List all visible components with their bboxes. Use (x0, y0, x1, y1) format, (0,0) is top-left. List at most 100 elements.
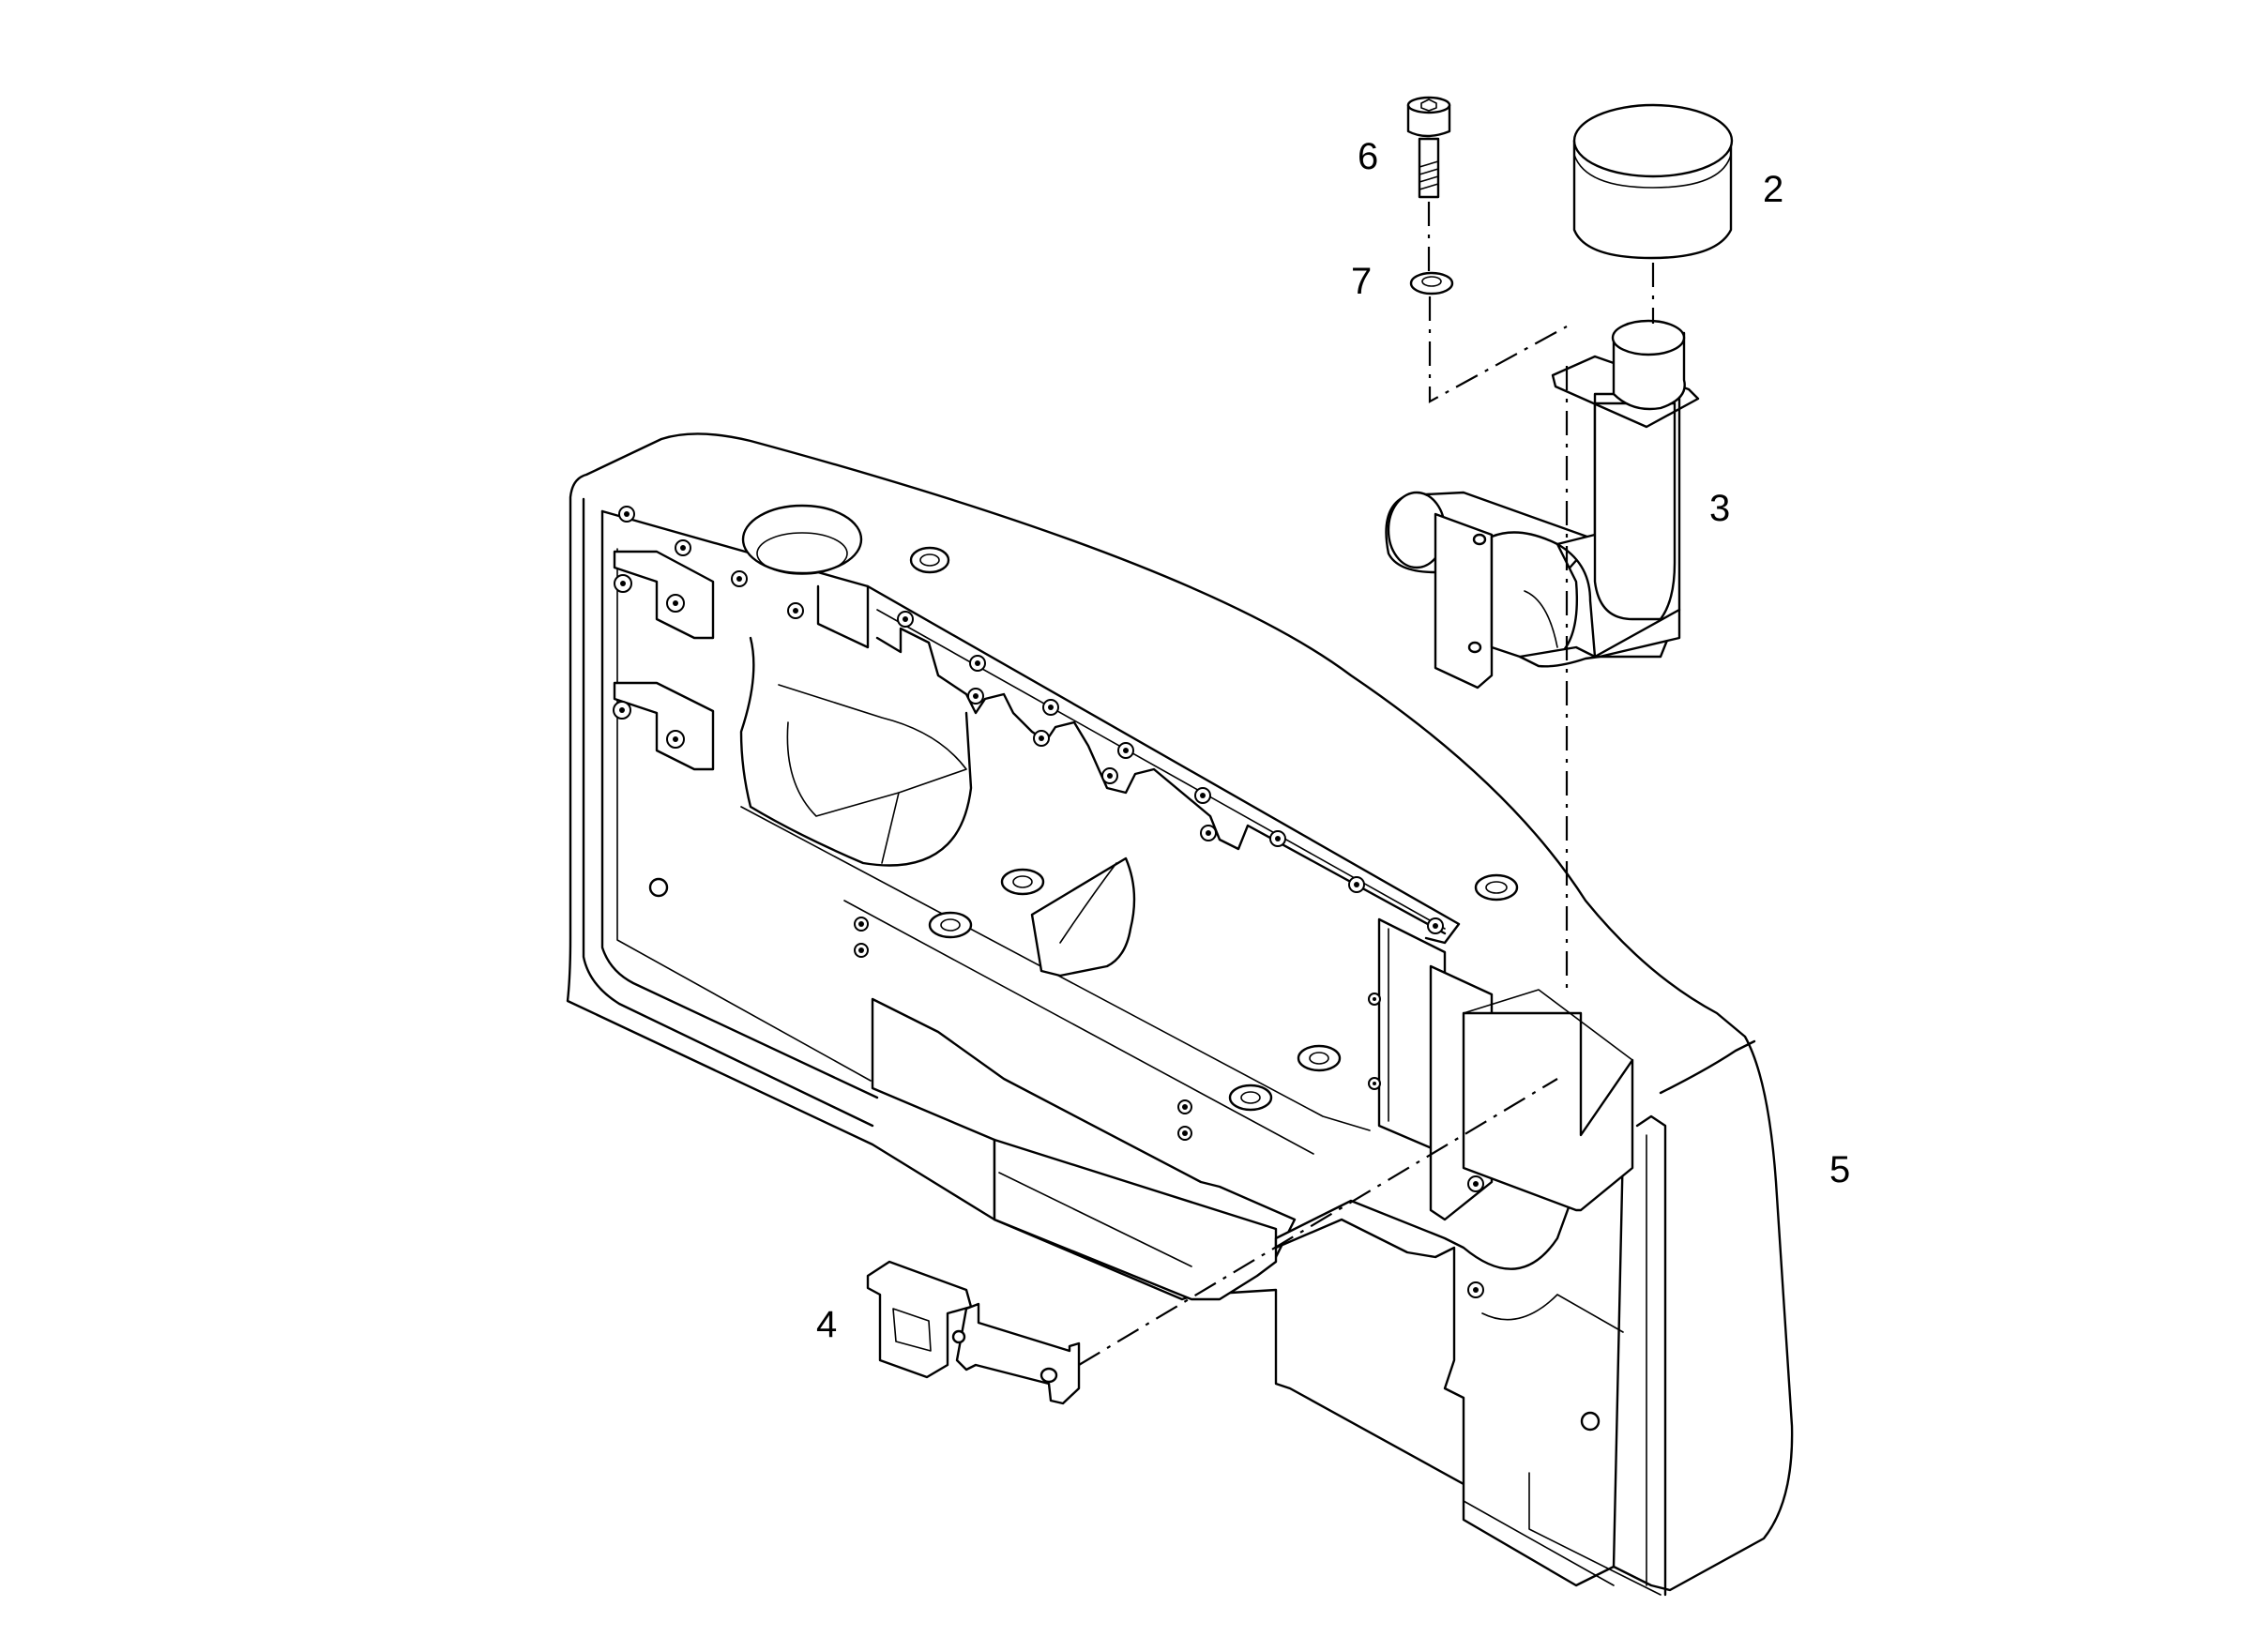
cap-top (1572, 103, 1734, 178)
cap-rim (1573, 154, 1732, 189)
screw-head (1427, 917, 1444, 934)
boss-group (648, 546, 1601, 1432)
screw-head (675, 539, 691, 556)
tube-mount-block-top (1463, 989, 1633, 1061)
screw-head (1200, 825, 1217, 841)
screw-head (1467, 1175, 1484, 1192)
housing-cavity-line (786, 721, 900, 817)
housing-floor-line-2 (843, 900, 1314, 1155)
screw-cap-top (1406, 96, 1451, 114)
screw-thread (1419, 160, 1439, 190)
boss (1297, 1044, 1342, 1072)
screw-head (787, 602, 804, 619)
screw-head (1177, 1126, 1192, 1141)
assembly-line-bracket (1078, 1078, 1558, 1366)
screw-head-cap (1406, 103, 1451, 138)
screw-head (897, 611, 914, 628)
housing-left-frame (582, 497, 874, 1128)
housing-top-rim-right (866, 584, 1461, 945)
assembly-line-washer (1428, 296, 1568, 403)
right-lower-pocket-rail (1463, 1397, 1615, 1586)
tube-vertical (1593, 402, 1677, 621)
boss-hole (1485, 881, 1508, 894)
assembly-lines (1078, 202, 1655, 1366)
housing-part-5 (566, 432, 1794, 1597)
housing-cavity-inner (778, 684, 967, 864)
screw-head (618, 506, 635, 523)
boss (1474, 873, 1519, 902)
screw-head (854, 943, 869, 958)
tube-vertical-flange (1551, 355, 1700, 429)
screw-head (1042, 699, 1059, 716)
callout-4: 4 (816, 1304, 837, 1345)
screw-head (1101, 767, 1118, 784)
housing-bottom-box-edge (998, 1172, 1192, 1267)
mid-bracket (1030, 856, 1136, 978)
boss-hole (919, 553, 940, 567)
callout-7: 7 (1351, 261, 1372, 302)
boss-hole (940, 918, 961, 932)
screw-head (1348, 876, 1365, 893)
screw-head (1368, 993, 1381, 1006)
top-bore (741, 504, 863, 575)
screw-head (1177, 1099, 1192, 1114)
right-lower-pocket-floor (1481, 1294, 1624, 1333)
callout-labels: 6 2 7 3 5 4 (816, 136, 1850, 1345)
callout-6: 6 (1358, 136, 1378, 177)
screw-head (614, 574, 632, 593)
housing-scallop-edge (875, 627, 1447, 935)
tube-top-opening (1611, 319, 1686, 356)
tube-elbow-base (1518, 608, 1681, 668)
housing-front-corner (1528, 1472, 1662, 1596)
screw-head (731, 570, 748, 587)
screw-head (613, 701, 631, 720)
housing-left-inner-frame (600, 509, 879, 1099)
callout-5: 5 (1829, 1149, 1850, 1190)
screw-head (666, 730, 685, 749)
washer-inner (1421, 276, 1442, 287)
pin-hole (1580, 1411, 1601, 1432)
housing-right-frame (1635, 1114, 1667, 1597)
screw-head (666, 594, 685, 613)
bracket-hook (866, 1260, 973, 1379)
callout-2: 2 (1763, 169, 1783, 210)
screw-shank (1418, 137, 1440, 199)
housing-floor-line (740, 806, 1371, 1131)
screw-head (1117, 742, 1134, 759)
washer-outer (1409, 271, 1454, 296)
tube-mount-block (1462, 1011, 1634, 1212)
top-bore-inner (756, 532, 848, 575)
screw-head (967, 688, 984, 705)
right-lower-pocket (1274, 1133, 1625, 1587)
washer-part-7 (1409, 271, 1454, 296)
boss-hole (1240, 1091, 1261, 1104)
bracket-arm (955, 1302, 1081, 1405)
flange-hole (1467, 641, 1482, 654)
tube-elbow-seam (1524, 590, 1558, 648)
boss-hole (1309, 1052, 1329, 1065)
mid-bracket-line (1059, 862, 1117, 944)
housing-cavity-floor-edge (739, 636, 973, 867)
cap-part-2 (1572, 103, 1734, 260)
clamp-block-upper (613, 550, 715, 640)
bracket-hole (1039, 1367, 1058, 1384)
screw-hex-socket (1420, 99, 1437, 112)
callout-3: 3 (1709, 488, 1730, 529)
screw-head (969, 655, 986, 672)
screw-head (1194, 787, 1211, 804)
screw-head (1467, 1281, 1484, 1298)
screw-head (1033, 730, 1050, 747)
bracket-hook-inner (892, 1308, 932, 1352)
flange-hole (1472, 533, 1487, 546)
boss (1000, 868, 1045, 896)
boss-hole (1012, 875, 1033, 888)
screw-head (854, 917, 869, 932)
bracket-part-4 (866, 1260, 1081, 1405)
housing-bottom-box-lower (993, 1138, 1278, 1301)
tube-assembly-part-3 (1385, 319, 1700, 690)
housing-right-face (1659, 1039, 1756, 1095)
screw-part-6 (1406, 96, 1451, 199)
screw-head (1368, 1077, 1381, 1090)
